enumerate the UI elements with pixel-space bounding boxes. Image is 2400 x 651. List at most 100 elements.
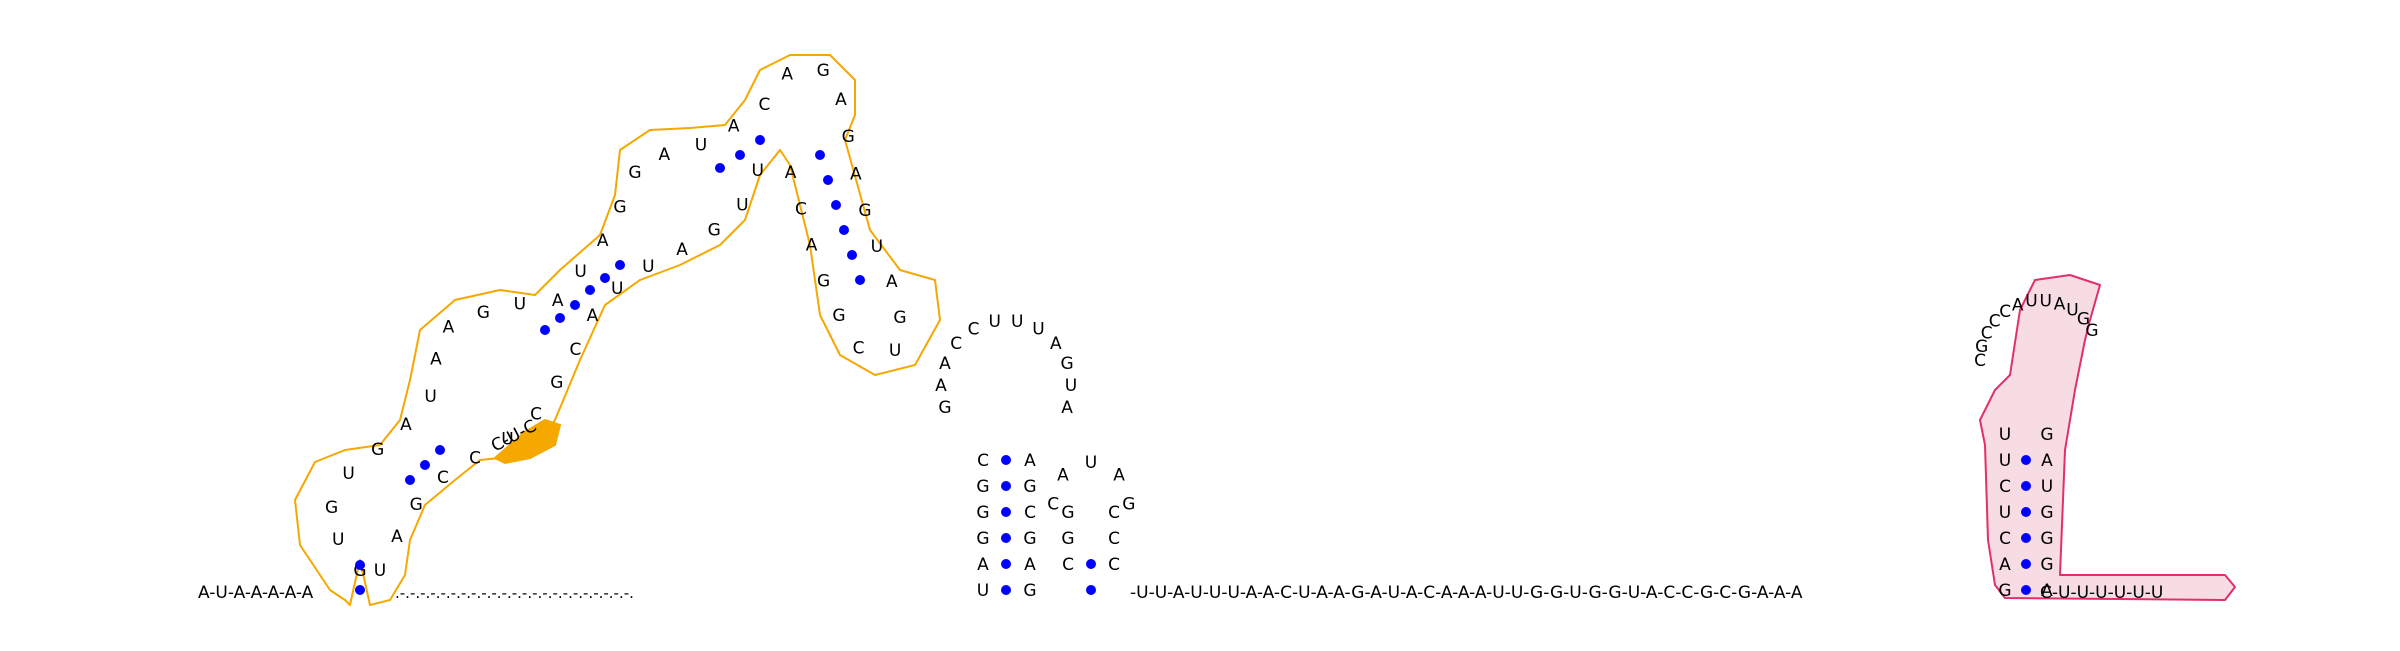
motif-1-base: A: [400, 415, 412, 435]
base-pair-dot: [1001, 585, 1011, 595]
motif-1-base: U: [424, 387, 436, 407]
gap-segment: .-.-.-.-.-.-.-.-.-.-.-.-.-.-.-.-.-.-.-.-…: [395, 584, 634, 602]
motif-1-highlight-region: [493, 418, 562, 465]
hairpin-2-loop-base: U: [1065, 376, 1077, 396]
motif-2-loop-base: A: [2012, 295, 2024, 315]
motif-1-base: G: [708, 220, 721, 240]
base-pair-dot: [1001, 455, 1011, 465]
base-pair-dot: [2021, 455, 2031, 465]
base-pair-dot: [755, 135, 765, 145]
base-pair-dot: [435, 445, 445, 455]
motif-1-base: A: [391, 527, 403, 547]
hairpin-2-stem-base: C: [1024, 503, 1036, 523]
hairpin-3-base-pairs: [1086, 559, 1096, 595]
motif-2-stem-base: A: [1999, 555, 2011, 575]
motif-1-base: C: [469, 448, 481, 468]
motif-2-loop-base: G: [1975, 337, 1988, 357]
motif-1-base: A: [785, 163, 797, 183]
base-pair-dot: [585, 285, 595, 295]
hairpin-2-loop-base: A: [1061, 398, 1073, 418]
base-pair-dot: [1086, 559, 1096, 569]
motif-1-base: C: [759, 95, 771, 115]
motif-1-base: C: [437, 468, 449, 488]
motif-1-base-pairs: [355, 135, 865, 595]
motif-1-base: U: [871, 237, 883, 257]
base-pair-dot: [540, 325, 550, 335]
motif-2-base-pairs: [2021, 455, 2031, 595]
motif-1-base: G: [858, 201, 871, 221]
base-pair-dot: [2021, 585, 2031, 595]
motif-2-loop-base: U: [2039, 291, 2051, 311]
hairpin-2-stem-base: A: [1024, 555, 1036, 575]
motif-1-base: G: [477, 303, 490, 323]
motif-1-base: G: [410, 495, 423, 515]
motif-1-base: C: [853, 339, 865, 359]
base-pair-dot: [831, 200, 841, 210]
motif-1-base: C: [795, 199, 807, 219]
motif-2-stem-base: U: [2041, 477, 2053, 497]
hairpin-2-stem-base: A: [977, 555, 989, 575]
motif-1-base: A: [886, 272, 898, 292]
motif-1-base: A: [587, 306, 599, 326]
motif-2-loop-base: U: [2025, 292, 2037, 312]
base-pair-dot: [355, 560, 365, 570]
base-pair-dot: [555, 313, 565, 323]
motif-1-base: U: [611, 279, 623, 299]
motif-2-stem-base: G: [2040, 425, 2053, 445]
motif-1-base: A: [781, 65, 793, 85]
motif-1-base: A: [658, 145, 670, 165]
hairpin-2-stem-base: A: [1024, 451, 1036, 471]
tail-sequence: C-U-U-U-U-U-U: [2040, 583, 2163, 603]
motif-2-loop-base: C: [1981, 324, 1993, 344]
motif-1-base: G: [325, 498, 338, 518]
hairpin-3-stem-base: C: [1062, 555, 1074, 575]
motif-2-loop-base: U: [2066, 301, 2078, 321]
motif-2-stem-base: G: [2040, 503, 2053, 523]
base-pair-dot: [420, 460, 430, 470]
motif-2-stem-base: U: [1999, 451, 2011, 471]
hairpin-2-loop-base: G: [938, 398, 951, 418]
hairpin-2-loop-base: C: [968, 320, 980, 340]
base-pair-dot: [2021, 481, 2031, 491]
base-pair-dot: [1001, 559, 1011, 569]
hairpin-3-loop-base: A: [1057, 465, 1069, 485]
hairpin-3-stem-base: C: [1108, 555, 1120, 575]
base-pair-dot: [1086, 585, 1096, 595]
base-pair-dot: [1001, 533, 1011, 543]
hairpin-2-loop-base: U: [988, 312, 1000, 332]
motif-2-loop-base: G: [2085, 321, 2098, 341]
hairpin-3-loop-base: U: [1085, 453, 1097, 473]
motif-1-base: U: [342, 464, 354, 484]
base-pair-dot: [2021, 533, 2031, 543]
motif-2-loop-base: A: [2054, 294, 2066, 314]
linker-sequence: -U-U-A-U-U-U-A-A-C-U-A-A-G-A-U-A-C-A-A-A…: [1130, 583, 1803, 603]
motif-2-loop-base: C: [1989, 312, 2001, 332]
motif-1-base: G: [817, 61, 830, 81]
motif-1-base: G: [613, 198, 626, 218]
hairpin-2-stem-base: G: [1023, 477, 1036, 497]
leader-sequence: A-U-A-A-A-A-A: [198, 583, 314, 603]
motif-1-base: U: [514, 294, 526, 314]
hairpin-2-stem-base: U: [977, 581, 989, 601]
motif-1-base: U: [332, 530, 344, 550]
motif-1-base: U: [642, 257, 654, 277]
motif-1-base: U: [501, 429, 513, 449]
base-pair-dot: [600, 273, 610, 283]
motif-2-stem-base: G: [2040, 529, 2053, 549]
hairpin-3-stem-base: C: [1108, 529, 1120, 549]
motif-1-base: G: [628, 163, 641, 183]
hairpin-3-loop-base: C: [1047, 494, 1059, 514]
motif-1-base: U: [736, 196, 748, 216]
base-pair-dot: [2021, 507, 2031, 517]
motif-1-base: G: [842, 127, 855, 147]
base-pair-dot: [839, 225, 849, 235]
hairpin-3-stem-base: C: [1108, 503, 1120, 523]
motif-1-base: U: [374, 561, 386, 581]
motif-1-base: G: [550, 373, 563, 393]
motif-1-base: G: [893, 308, 906, 328]
hairpin-2-loop-base: A: [1050, 334, 1062, 354]
